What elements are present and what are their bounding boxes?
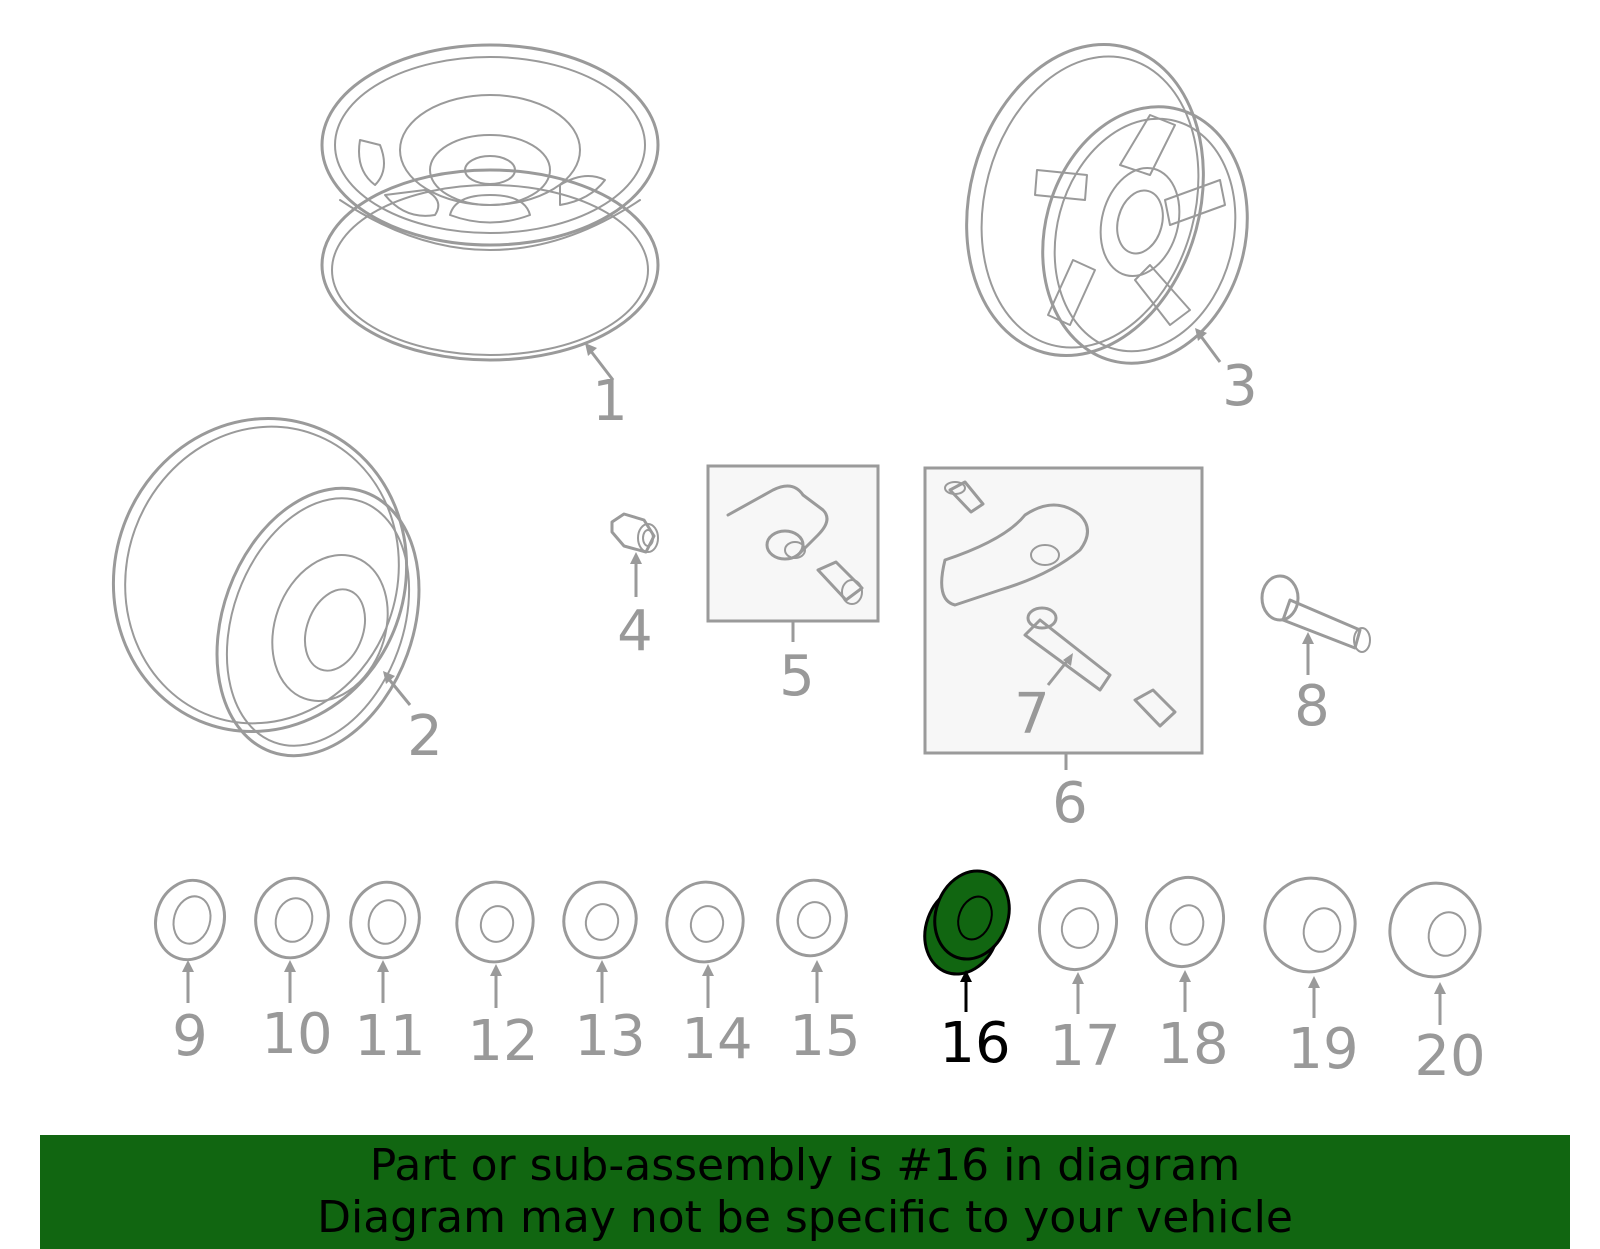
callout-3: 3 [1222, 354, 1258, 419]
part-19-cap[interactable] [1254, 868, 1365, 982]
part-11-cap[interactable] [342, 874, 427, 965]
callout-19: 19 [1287, 1017, 1358, 1082]
callout-11: 11 [354, 1004, 425, 1069]
part-15-cap[interactable] [769, 872, 854, 963]
callout-17: 17 [1049, 1014, 1120, 1079]
part-18-cap[interactable] [1137, 869, 1234, 976]
part-1-steel-wheel[interactable] [320, 43, 660, 362]
callout-20: 20 [1414, 1024, 1485, 1089]
callout-5: 5 [779, 644, 815, 709]
callout-12: 12 [467, 1009, 538, 1074]
leader-arrows [182, 328, 1446, 1025]
part-16-cap-highlighted[interactable] [913, 860, 1021, 984]
banner-line-2: Diagram may not be specific to your vehi… [317, 1192, 1293, 1243]
part-12-cap[interactable] [448, 874, 542, 971]
callout-6: 6 [1052, 771, 1088, 836]
callout-4: 4 [617, 599, 653, 664]
part-4-lug-nut[interactable] [610, 512, 659, 554]
part-6-box[interactable] [923, 466, 1204, 755]
part-17-cap[interactable] [1030, 872, 1127, 979]
part-20-cap[interactable] [1379, 873, 1490, 987]
callout-10: 10 [261, 1002, 332, 1067]
callout-13: 13 [574, 1004, 645, 1069]
part-2-dual-wheel[interactable] [70, 377, 455, 784]
part-5-box[interactable] [706, 464, 880, 623]
callout-14: 14 [681, 1007, 752, 1072]
callout-18: 18 [1157, 1012, 1228, 1077]
callout-9: 9 [172, 1004, 208, 1069]
part-14-cap[interactable] [658, 874, 752, 971]
callout-15: 15 [789, 1004, 860, 1069]
callout-numbers: 1 2 3 4 5 6 7 8 9 10 11 12 13 14 15 16 1… [172, 354, 1485, 1089]
callout-16: 16 [939, 1011, 1010, 1076]
part-3-alloy-wheel[interactable] [933, 18, 1275, 387]
callout-8: 8 [1294, 674, 1330, 739]
part-8-valve-stem[interactable] [1260, 574, 1371, 653]
callout-1: 1 [592, 369, 628, 434]
callout-7: 7 [1014, 682, 1050, 747]
callout-2: 2 [407, 704, 443, 769]
info-banner: Part or sub-assembly is #16 in diagram D… [40, 1135, 1570, 1249]
part-10-cap[interactable] [247, 870, 337, 966]
part-13-cap[interactable] [555, 874, 644, 966]
part-9-cap[interactable] [147, 873, 233, 968]
banner-line-1: Part or sub-assembly is #16 in diagram [369, 1140, 1241, 1191]
